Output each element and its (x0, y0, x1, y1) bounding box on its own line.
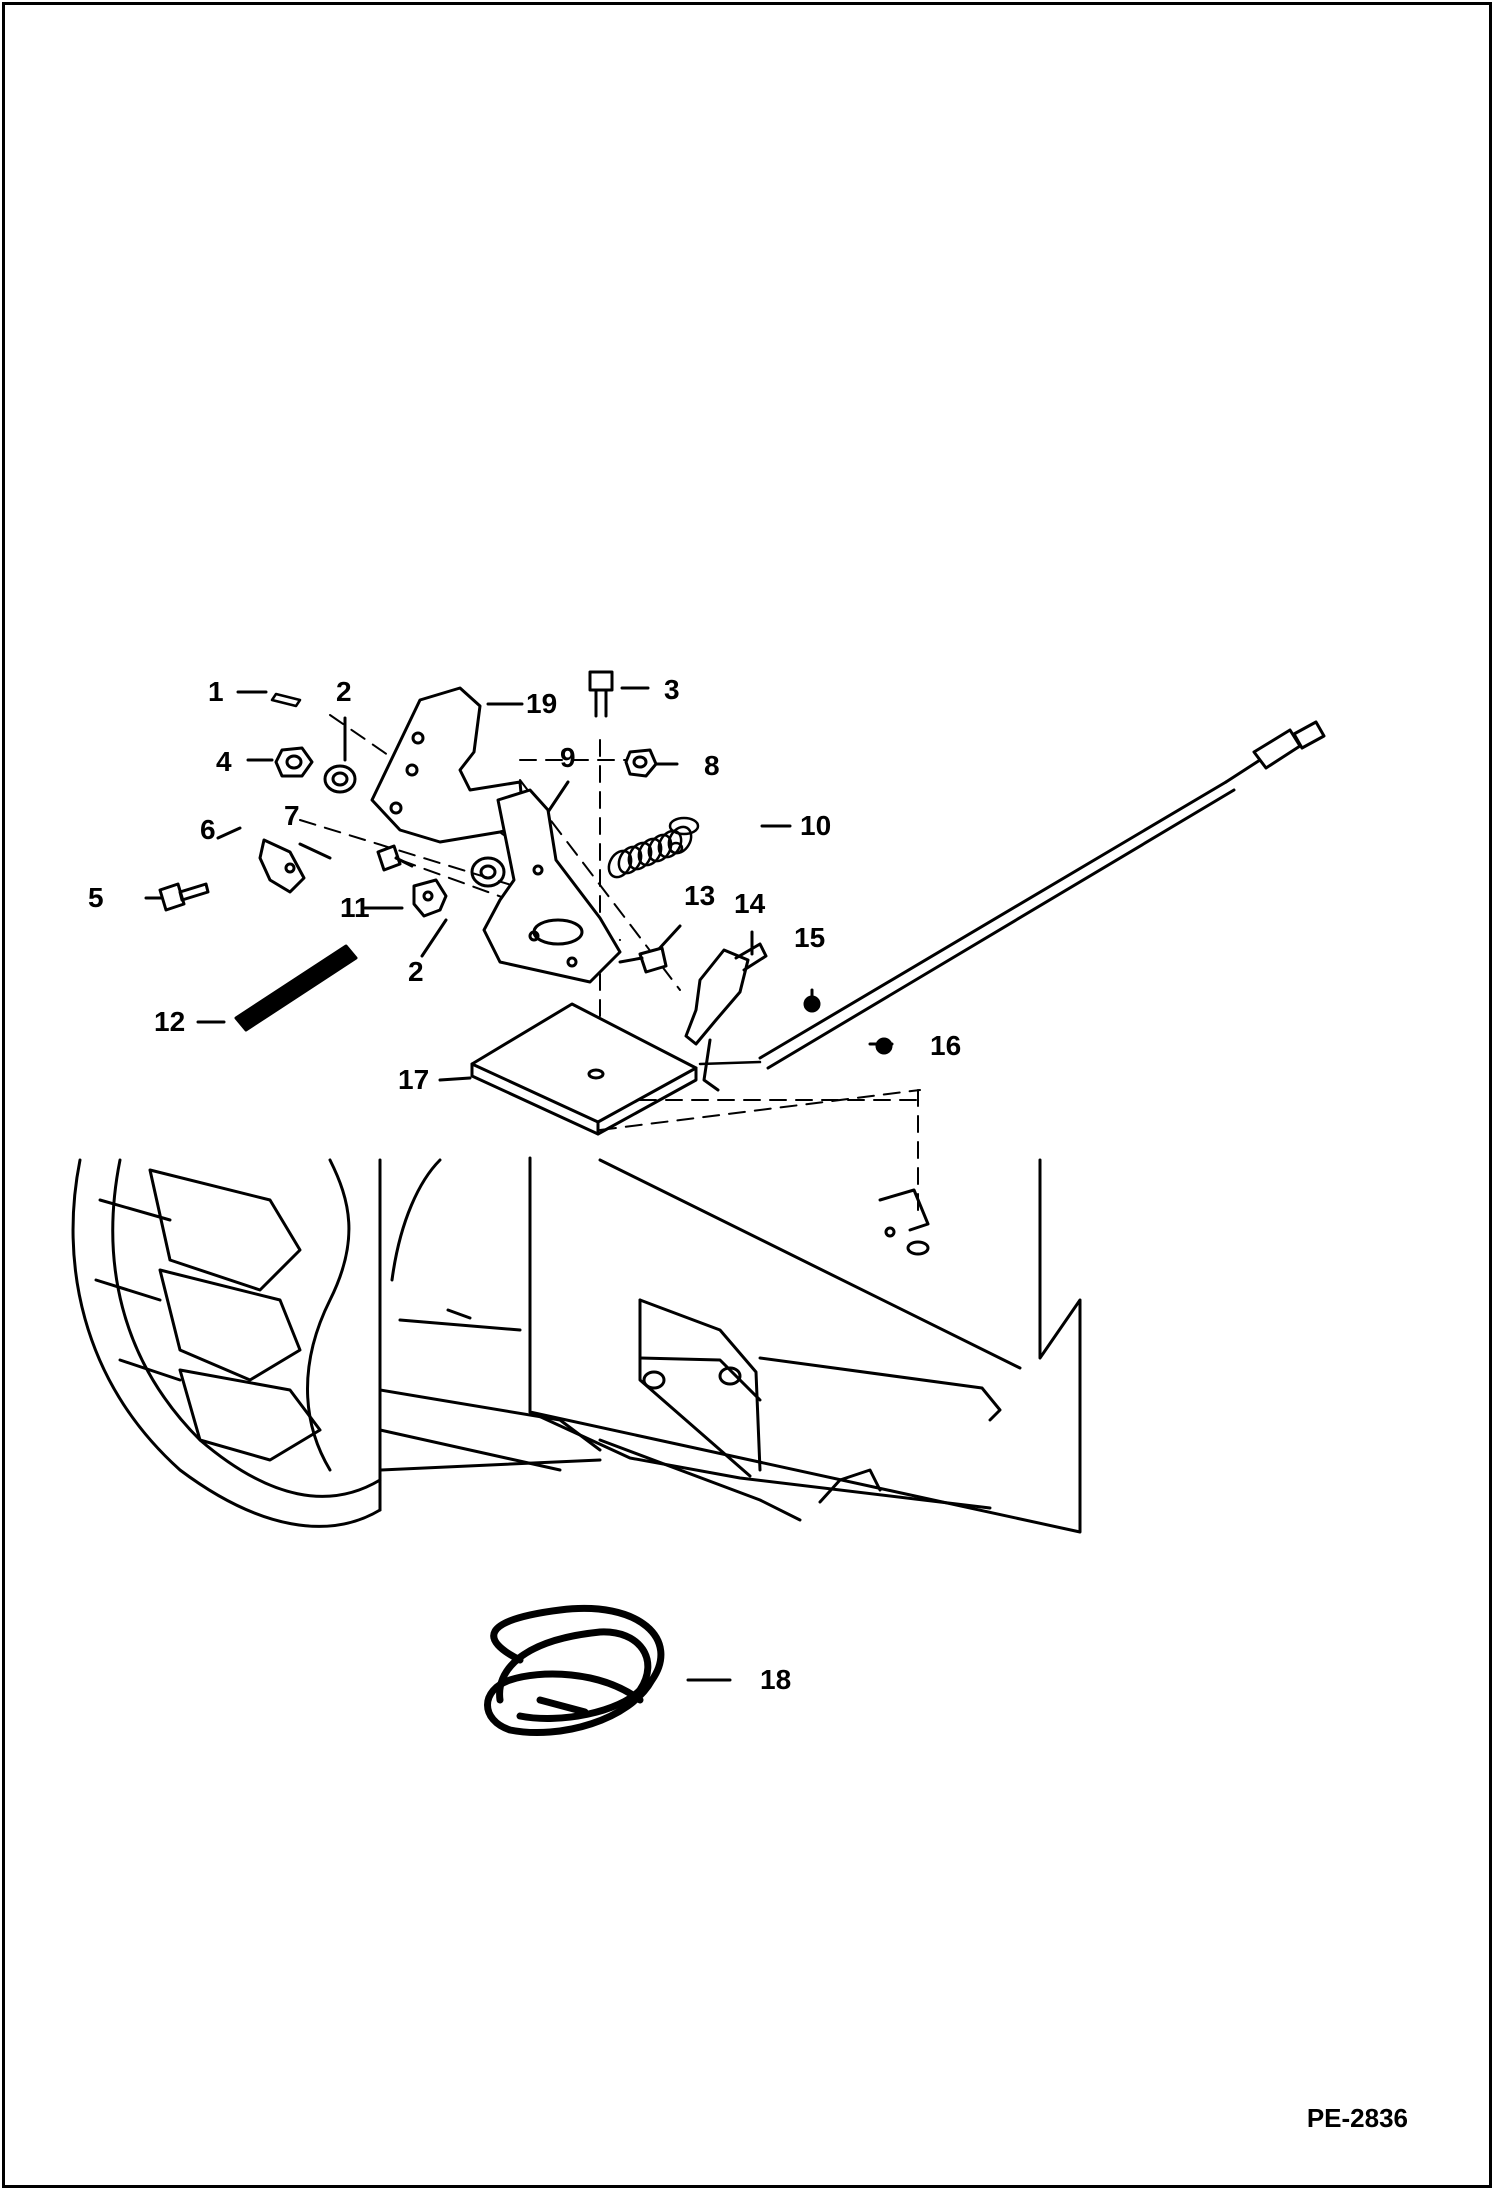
callout-19: 19 (526, 688, 558, 719)
callout-12: 12 (154, 1006, 186, 1037)
callout-5: 5 (88, 882, 104, 913)
part-2-washer-upper (323, 764, 357, 794)
part-18-hose-coil (484, 1605, 665, 1736)
callout-2: 2 (336, 676, 352, 707)
callout-1: 1 (208, 676, 224, 707)
callout-14: 14 (734, 888, 766, 919)
callout-3: 3 (664, 674, 680, 705)
part-4-nut (274, 746, 314, 778)
part-1-pin (270, 692, 302, 708)
part-8-nut (624, 748, 658, 778)
callout-8: 8 (704, 750, 720, 781)
callout-9: 9 (560, 742, 576, 773)
part-15-nut (803, 995, 821, 1013)
part-16-nut (875, 1037, 893, 1055)
callout-4: 4 (216, 746, 232, 777)
part-6-clip (258, 838, 306, 894)
callout-6: 6 (200, 814, 216, 845)
callout-16: 16 (930, 1030, 962, 1061)
callout-10: 10 (800, 810, 832, 841)
part-13-bolt (618, 946, 668, 974)
part-19-bracket (370, 686, 526, 844)
callout-11: 11 (340, 892, 370, 923)
part-3-bolt (588, 670, 614, 718)
part-11-clamp (412, 878, 448, 918)
part-12-threaded-rod (234, 944, 358, 1032)
part-9-bracket (482, 788, 622, 984)
figure-id: PE-2836 (1306, 2103, 1408, 2133)
part-2-washer-lower (470, 856, 506, 888)
machine-frame (528, 1156, 1082, 1534)
part-17-plate (470, 1002, 698, 1136)
cable-with-connector (698, 720, 1326, 1070)
callout-2: 2 (408, 956, 424, 987)
callout-15: 15 (794, 922, 826, 953)
track-wheel (71, 1158, 602, 1528)
callout-18: 18 (760, 1664, 792, 1695)
part-5-bolt (158, 882, 210, 912)
callout-17: 17 (398, 1064, 430, 1095)
part-10-spring (607, 816, 700, 879)
callout-7: 7 (284, 800, 300, 831)
part-14-switch (684, 942, 768, 1092)
part-7-stud (376, 844, 414, 872)
callout-13: 13 (684, 880, 716, 911)
